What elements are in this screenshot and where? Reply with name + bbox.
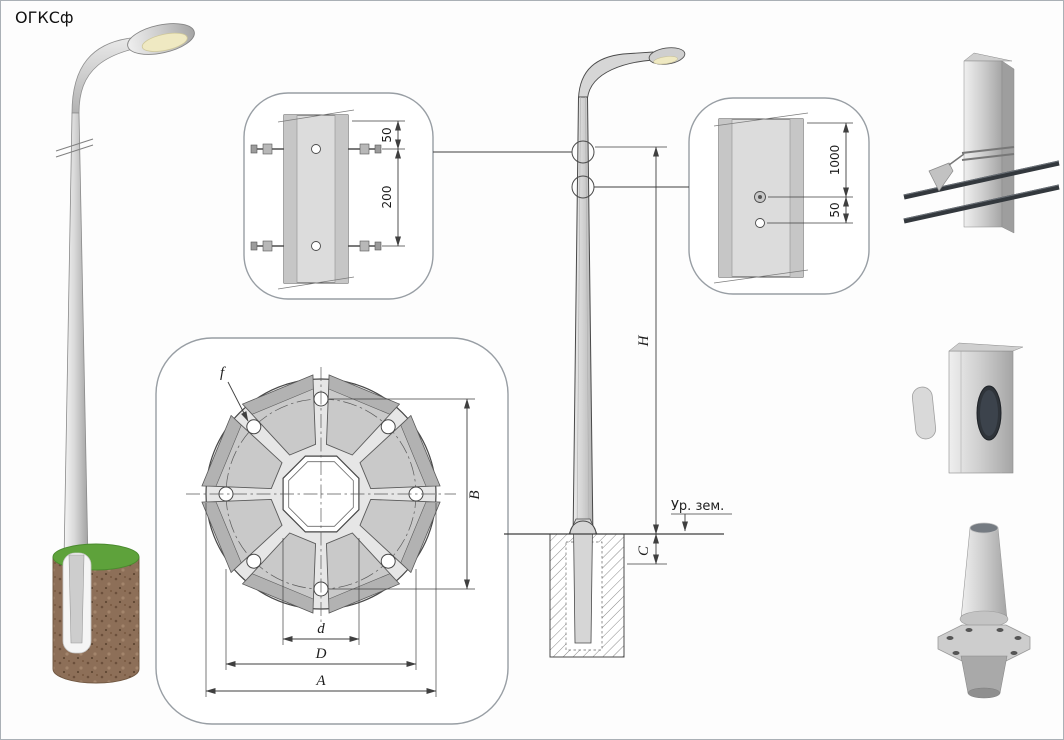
break-mark bbox=[55, 144, 94, 158]
clamp-band bbox=[961, 146, 1015, 154]
break-mark bbox=[713, 269, 809, 284]
hand-hole-render bbox=[911, 342, 1024, 474]
lower-skirt bbox=[960, 655, 1008, 694]
break-mark bbox=[277, 109, 355, 123]
dim-50-label: 50 bbox=[380, 127, 394, 142]
wedge-clamp bbox=[928, 162, 954, 192]
embedded-shaft bbox=[68, 554, 85, 644]
base-flange-plate bbox=[937, 624, 1031, 662]
cone-opening bbox=[969, 522, 999, 534]
f-leader bbox=[227, 381, 249, 422]
pole-3d-render bbox=[52, 23, 195, 684]
lamp-lens bbox=[141, 32, 188, 52]
luminaire bbox=[127, 23, 195, 55]
wire-mount-render bbox=[903, 52, 1060, 234]
elevation-luminaire bbox=[648, 47, 686, 65]
ground-level-label: Ур. зем. bbox=[671, 499, 724, 514]
dim-B-label: B bbox=[467, 490, 483, 499]
dim-D-label: D bbox=[315, 646, 327, 662]
base-flange-holes bbox=[946, 628, 1022, 655]
clamp-bolts-bottom bbox=[250, 240, 382, 252]
drain-hole bbox=[755, 218, 765, 228]
cable bbox=[903, 160, 1060, 200]
dim-1000-label: 1000 bbox=[828, 145, 842, 176]
break-mark bbox=[713, 112, 809, 127]
clamp-bolts-top bbox=[250, 143, 382, 155]
cable bbox=[903, 184, 1060, 224]
callout-circle-upper bbox=[571, 140, 595, 164]
base-cone bbox=[960, 527, 1008, 620]
embedded-pole bbox=[573, 533, 593, 644]
elevation-arm bbox=[578, 51, 654, 99]
hole-detail-panel: 1000 50 bbox=[688, 97, 870, 295]
dim-200-label: 200 bbox=[380, 186, 394, 209]
pole-shaft bbox=[63, 112, 89, 562]
break-mark bbox=[277, 276, 355, 290]
dim-f-label: f bbox=[220, 365, 226, 381]
dim-d-label: d bbox=[317, 621, 325, 637]
flange-base-render bbox=[937, 522, 1031, 699]
bolt-hole bbox=[311, 241, 321, 251]
flange-detail-panel: f B d D A bbox=[155, 337, 509, 725]
pole-elevation: H C Ур. зем. bbox=[504, 47, 732, 658]
hand-hole-cover bbox=[911, 386, 937, 440]
bolt-hole bbox=[311, 144, 321, 154]
octagon-hole-inner bbox=[288, 461, 354, 527]
elevation-shaft bbox=[572, 96, 594, 542]
dim-50-offset-label: 50 bbox=[828, 202, 842, 217]
foundation-3d bbox=[52, 543, 140, 684]
dim-A-label: A bbox=[315, 673, 326, 689]
clamp-band bbox=[961, 153, 1015, 161]
dim-H-label: H bbox=[636, 334, 652, 347]
drawing-title: ОГКСф bbox=[15, 8, 74, 27]
dim-C-label: C bbox=[636, 545, 652, 556]
clamp-detail-panel: 50 200 bbox=[243, 92, 434, 300]
